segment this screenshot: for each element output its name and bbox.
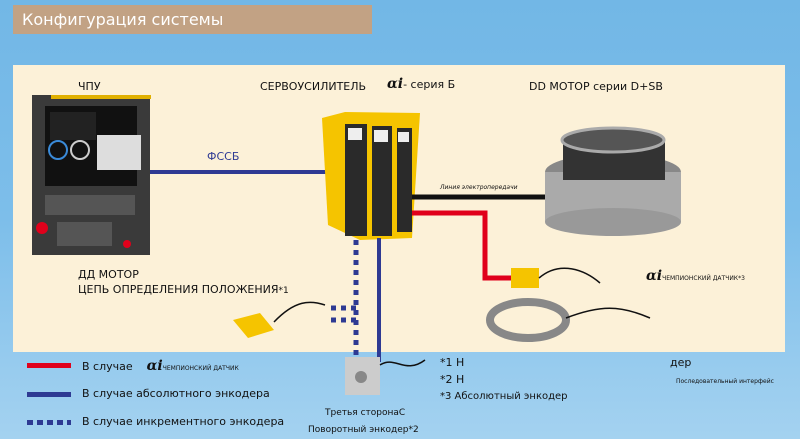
legend-text-1: В случае [82, 360, 133, 373]
servo-series-label: - серия Б [403, 78, 456, 91]
cnc-unit [32, 95, 151, 255]
legend-red-line [27, 363, 71, 368]
alpha-i-icon: αi [646, 268, 663, 284]
rotary-encoder-text: Поворотный энкодер [308, 425, 409, 435]
position-detection-box [233, 313, 274, 338]
note-ref-3: *3 [738, 275, 745, 282]
page-title: Конфигурация системы [22, 10, 224, 29]
legend-dotted-line [27, 420, 71, 425]
alpha-i-icon: αi [387, 76, 404, 92]
power-line-label: Линия электропередачи [440, 184, 518, 191]
rotary-encoder-line1: Третья сторонаC [325, 408, 406, 418]
title-bar: Конфигурация системы [13, 5, 372, 34]
champion-sensor-text: ЧЕМПИОНСКИЙ ДАТЧИК [662, 275, 739, 282]
servo-series: αi- серия Б [387, 76, 455, 92]
champion-sensor-box [511, 268, 539, 288]
champion-sensor-label: αiЧЕМПИОНСКИЙ ДАТЧИК*3 [646, 268, 745, 284]
champion-sensor-cable [412, 210, 512, 281]
dd-motor [545, 126, 681, 236]
legend-item-2: В случае абсолютного энкодера [82, 387, 270, 400]
fssb-label: ФССБ [207, 150, 240, 163]
servo-amplifier [322, 112, 420, 240]
note-ref-2: *2 [408, 425, 419, 435]
note-1: *1 Н [440, 356, 465, 369]
legend-suffix-1: ЧЕМПИОНСКИЙ ДАТЧИК [162, 365, 239, 372]
servo-label: СЕРВОУСИЛИТЕЛЬ [260, 80, 367, 93]
position-circuit-line1: ДД МОТОР [78, 268, 139, 281]
motor-label: DD МОТОР серии D+SB [529, 80, 663, 93]
ring-sensor [486, 298, 570, 342]
alpha-i-icon: αi [146, 358, 163, 374]
serial-interface-label: Последовательный интерфейс [676, 378, 774, 385]
note-2: *2 Н [440, 373, 465, 386]
legend-blue-line [27, 392, 71, 397]
note-ref-1: *1 [278, 286, 289, 296]
cnc-label: ЧПУ [78, 80, 101, 93]
position-circuit-line2: ЦЕПЬ ОПРЕДЕЛЕНИЯ ПОЛОЖЕНИЯ*1 [78, 283, 289, 296]
legend-item-3: В случае инкрементного энкодера [82, 415, 285, 428]
note-der: дер [670, 356, 692, 369]
position-circuit-text: ЦЕПЬ ОПРЕДЕЛЕНИЯ ПОЛОЖЕНИЯ [78, 283, 279, 296]
rotary-encoder-line2: Поворотный энкодер*2 [308, 425, 419, 435]
note-3: *3 Абсолютный энкодер [440, 391, 568, 402]
legend-item-1: В случае αiЧЕМПИОНСКИЙ ДАТЧИК [82, 358, 239, 374]
